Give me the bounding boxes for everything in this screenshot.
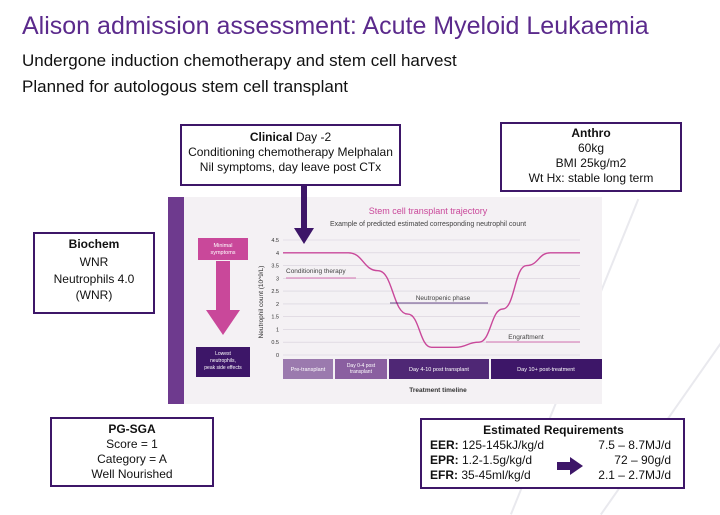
y-tick-label: 0.5 [271, 340, 279, 346]
neutrophil-series-line [283, 252, 580, 349]
y-tick-label: 4.5 [271, 238, 279, 244]
biochem-line-2: Neutrophils 4.0 [53, 272, 135, 286]
y-ticks: 0 0.5 1 1.5 2 2.5 3 3.5 4 4.5 [271, 238, 279, 359]
lowest-neutrophils-box [196, 347, 250, 377]
anthro-weight: 60kg [577, 141, 605, 155]
minimal-symptoms-box [198, 238, 248, 260]
clinical-line-1: Conditioning chemotherapy Melphalan [188, 145, 393, 159]
biochem-line-3: (WNR) [75, 288, 113, 302]
annotation-neutropenic: Neutropenic phase [416, 295, 471, 302]
estimated-heading: Estimated Requirements [483, 423, 624, 437]
x-axis-label: Treatment timeline [409, 387, 467, 394]
clinical-line-2: Nil symptoms, day leave post CTx [199, 160, 382, 174]
anthro-heading: Anthro [571, 126, 611, 140]
y-axis-label: Neutrophil count (10^9/L) [258, 266, 265, 339]
chart-title: Stem cell transplant trajectory [369, 206, 488, 216]
clinical-box: Clinical Day -2 Conditioning chemotherap… [180, 124, 401, 186]
phase-label-day10plus: Day 10+ post-treatment [517, 367, 575, 373]
epr-total: 72 – 90g/d [614, 453, 671, 467]
page-title: Alison admission assessment: Acute Myelo… [22, 12, 649, 40]
efr-per-kg: 35-45ml/kg/d [458, 468, 531, 482]
efr-total: 2.1 – 2.7MJ/d [598, 468, 671, 482]
phase-pre-transplant [283, 359, 333, 379]
biochem-box: Biochem WNR Neutrophils 4.0 (WNR) [33, 232, 155, 314]
phase-label-day4-10: Day 4-10 post transplant [409, 367, 469, 373]
pgsga-score: Score = 1 [106, 437, 158, 451]
clinical-day: Day -2 [292, 130, 332, 144]
down-arrow-icon [206, 261, 240, 335]
annotation-conditioning: Conditioning therapy [286, 268, 346, 275]
phase-day0-4 [335, 359, 387, 379]
efr-row: EFR: 35-45ml/kg/d 2.1 – 2.7MJ/d [430, 468, 677, 483]
eer-row: EER: 125-145kJ/kg/d 7.5 – 8.7MJ/d [430, 438, 677, 453]
eer-per-kg: 125-145kJ/kg/d [458, 438, 545, 452]
y-tick-label: 2.5 [271, 289, 279, 295]
y-tick-label: 0 [276, 353, 279, 359]
chart-left-strip [168, 197, 184, 404]
y-tick-label: 1.5 [271, 315, 279, 321]
eer-label: EER: [430, 438, 459, 452]
pgsga-category: Category = A [97, 452, 167, 466]
y-tick-label: 1 [276, 327, 279, 333]
anthro-box: Anthro 60kg BMI 25kg/m2 Wt Hx: stable lo… [500, 122, 682, 192]
pgsga-heading: PG-SGA [108, 422, 156, 436]
y-tick-label: 3.5 [271, 264, 279, 270]
estimated-requirements-box: Estimated Requirements EER: 125-145kJ/kg… [420, 418, 685, 489]
subtitle-transplant-plan: Planned for autologous stem cell transpl… [22, 77, 349, 96]
anthro-weight-history: Wt Hx: stable long term [528, 171, 654, 185]
epr-label: EPR: [430, 453, 459, 467]
pgsga-box: PG-SGA Score = 1 Category = A Well Nouri… [50, 417, 214, 487]
y-tick-label: 4 [276, 251, 279, 257]
epr-per-kg: 1.2-1.5g/kg/d [458, 453, 533, 467]
phase-day10plus [491, 359, 602, 379]
phase-label-pre: Pre-transplant [291, 367, 326, 373]
y-tick-label: 2 [276, 302, 279, 308]
down-arrow-icon [294, 186, 314, 244]
biochem-line-1: WNR [79, 255, 109, 269]
biochem-heading: Biochem [68, 237, 120, 251]
y-tick-label: 3 [276, 276, 279, 282]
phase-day4-10 [389, 359, 489, 379]
subtitle-induction: Undergone induction chemotherapy and ste… [22, 51, 457, 70]
clinical-heading: Clinical [249, 130, 293, 144]
efr-label: EFR: [430, 468, 458, 482]
chart-subtitle: Example of predicted estimated correspon… [330, 221, 526, 228]
anthro-bmi: BMI 25kg/m2 [555, 156, 627, 170]
pgsga-status: Well Nourished [91, 467, 173, 481]
right-arrow-icon [557, 457, 583, 475]
annotation-engraftment: Engraftment [508, 334, 544, 341]
stem-cell-transplant-chart: Stem cell transplant trajectory Example … [168, 197, 602, 404]
epr-row: EPR: 1.2-1.5g/kg/d 72 – 90g/d [430, 453, 677, 468]
eer-total: 7.5 – 8.7MJ/d [598, 438, 671, 452]
